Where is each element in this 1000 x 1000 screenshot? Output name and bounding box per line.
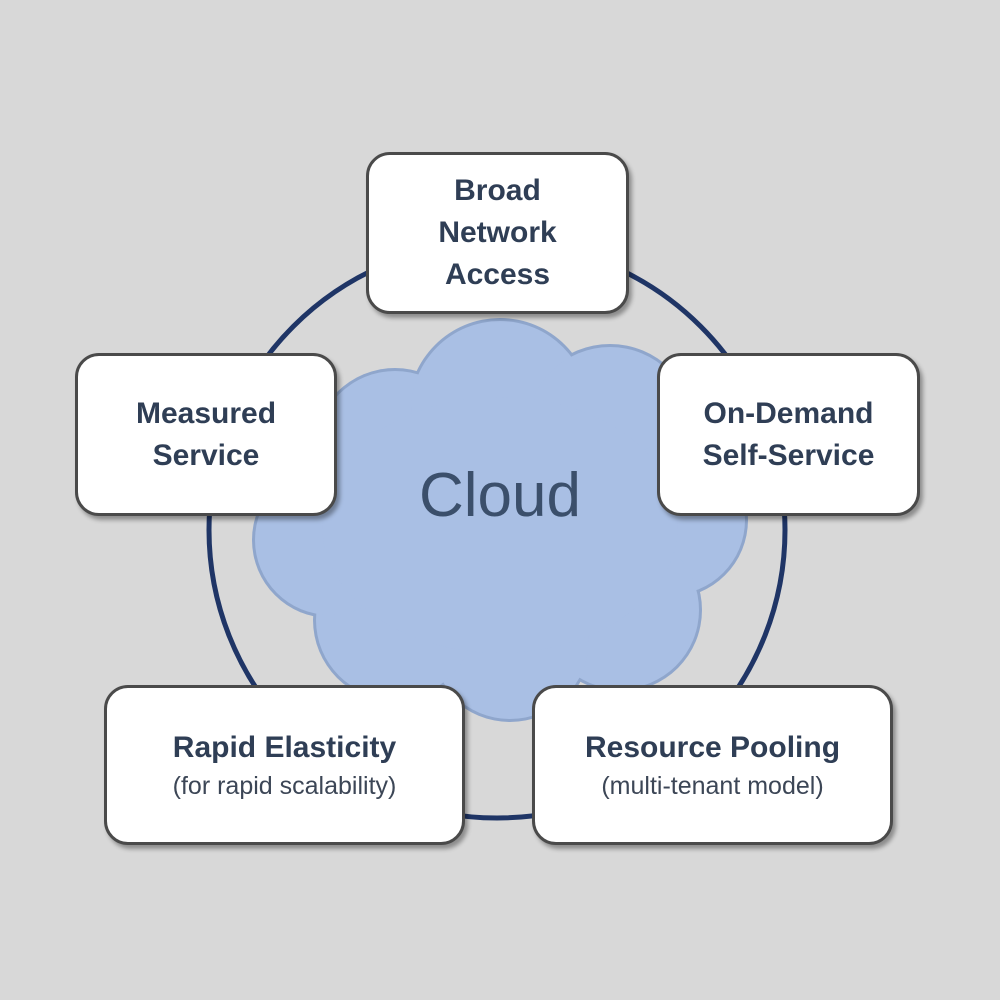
characteristic-title: Measured Service — [135, 396, 277, 472]
characteristic-box-on-demand-self-service: On-Demand Self-Service — [657, 353, 920, 516]
characteristic-box-rapid-elasticity: Rapid Elasticity (for rapid scalability) — [104, 685, 465, 845]
characteristic-title: Resource Pooling — [584, 731, 841, 764]
characteristic-subtitle: (multi-tenant model) — [601, 772, 824, 800]
characteristic-box-resource-pooling: Resource Pooling (multi-tenant model) — [532, 685, 893, 845]
cloud-label: Cloud — [419, 461, 581, 530]
characteristic-box-measured-service: Measured Service — [75, 353, 337, 516]
characteristic-title: On-Demand Self-Service — [702, 396, 875, 472]
characteristic-title: Broad Network Access — [438, 174, 557, 291]
characteristic-box-broad-network-access: Broad Network Access — [366, 152, 629, 314]
characteristic-subtitle: (for rapid scalability) — [172, 772, 397, 800]
characteristic-title: Rapid Elasticity — [172, 731, 397, 764]
